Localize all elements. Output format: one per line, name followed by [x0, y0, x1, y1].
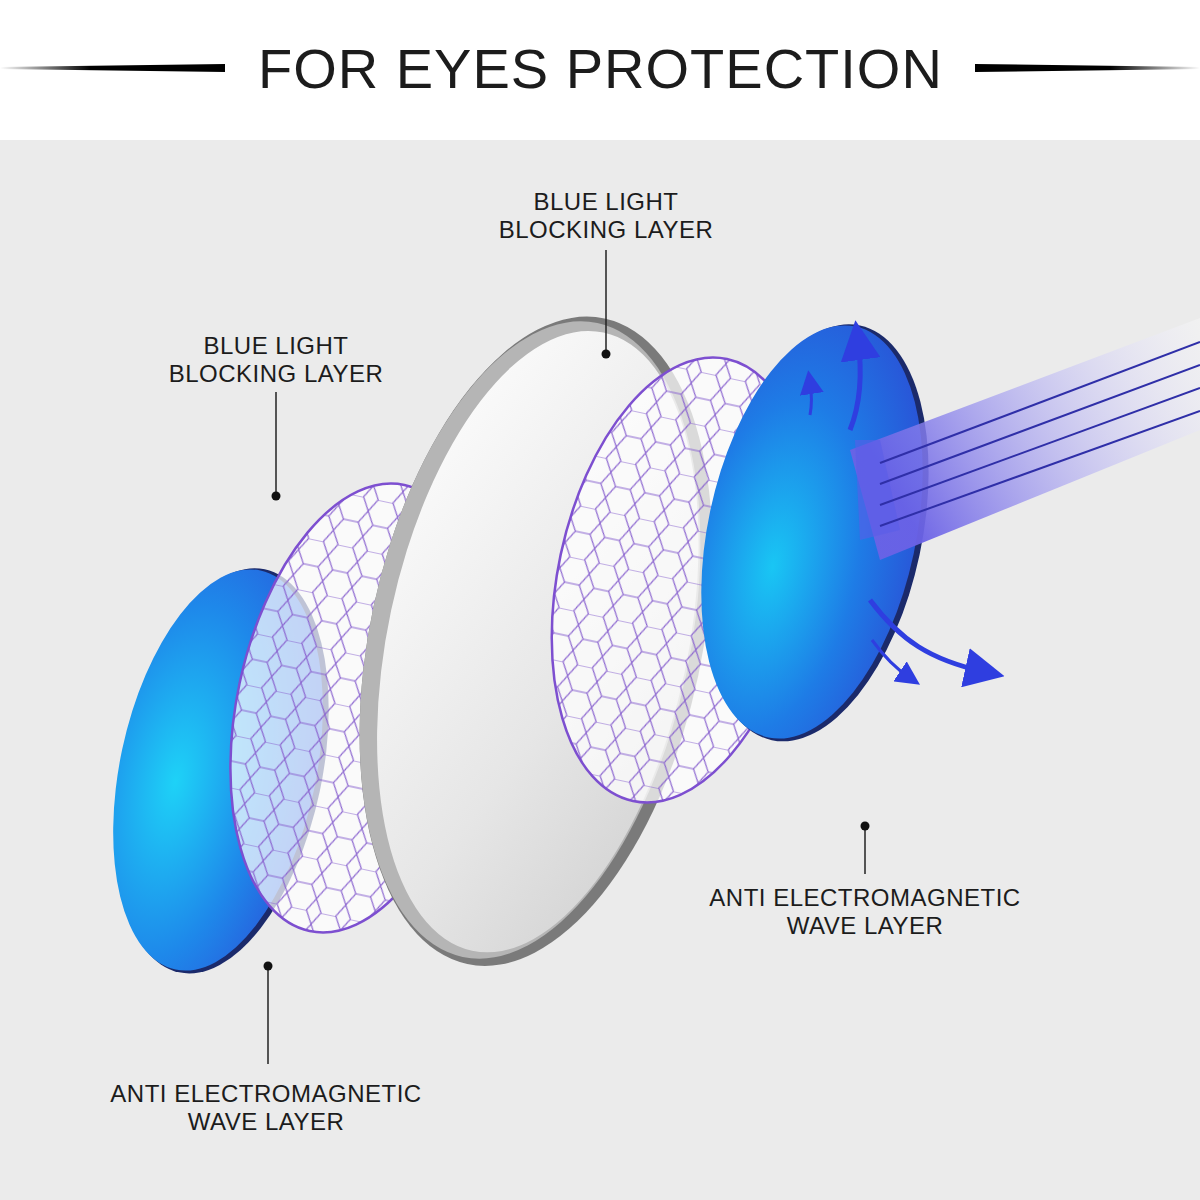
layer-label: ANTI ELECTROMAGNETIC WAVE LAYER	[680, 884, 1050, 940]
layer-label: BLUE LIGHT BLOCKING LAYER	[146, 332, 406, 388]
page-title: FOR EYES PROTECTION	[258, 36, 943, 101]
layer-label: ANTI ELECTROMAGNETIC WAVE LAYER	[81, 1080, 451, 1136]
layer-label: BLUE LIGHT BLOCKING LAYER	[476, 188, 736, 244]
